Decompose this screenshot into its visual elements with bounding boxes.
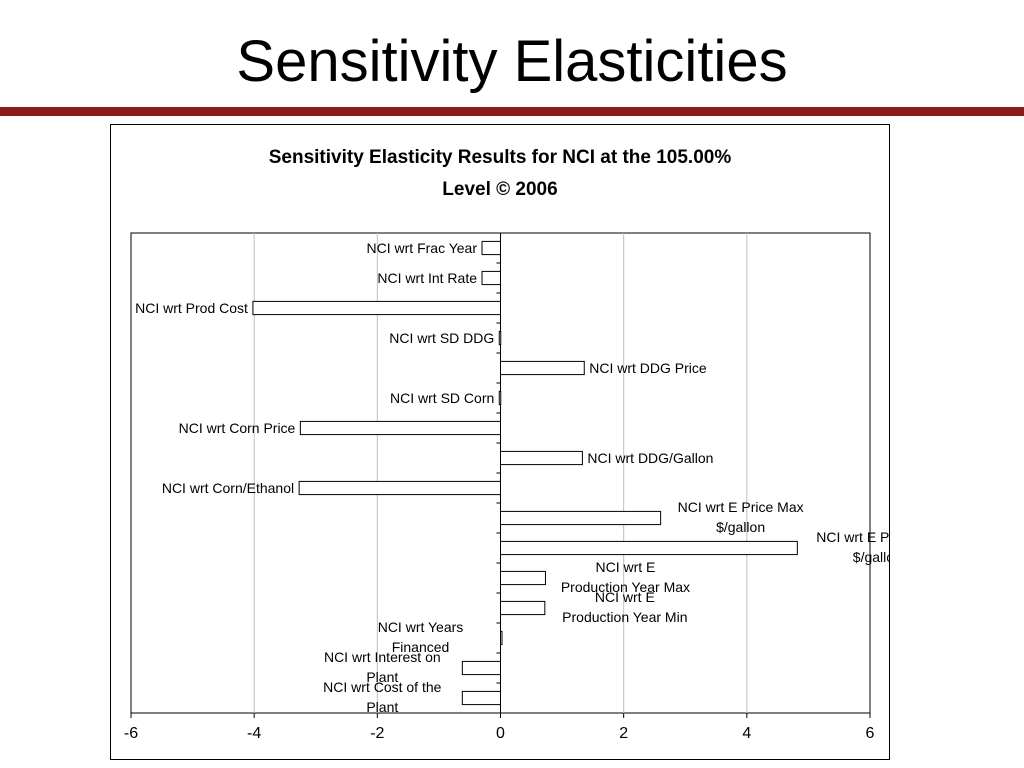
bar-data-label: Production Year Max [561, 579, 690, 595]
bar [481, 240, 501, 256]
bar-data-label: NCI wrt Corn/Ethanol [162, 480, 294, 496]
bar-data-label: NCI wrt E [595, 589, 655, 605]
bar-data-label: NCI wrt Corn Price [179, 420, 296, 436]
chart-frame: Sensitivity Elasticity Results for NCI a… [110, 124, 890, 760]
bar-data-label: NCI wrt Frac Year [367, 240, 478, 256]
bar-data-label: NCI wrt Int Rate [377, 270, 477, 286]
chart-title-line-2: Level © 2006 [442, 179, 558, 200]
slide-title: Sensitivity Elasticities [236, 29, 788, 94]
x-tick-label: 6 [866, 725, 875, 742]
bar [500, 450, 583, 466]
bar [500, 600, 546, 616]
bar-data-label: $/gallon [716, 519, 765, 535]
bar-data-label: NCI wrt SD Corn [390, 390, 494, 406]
bar-data-label: NCI wrt DDG/Gallon [587, 450, 713, 466]
bar [500, 360, 585, 376]
bar-data-label: NCI wrt Interest on [324, 649, 441, 665]
bar-data-label: Plant [366, 669, 398, 685]
bar-data-label: Plant [366, 699, 398, 715]
bar-data-label: NCI wrt E Price Max [678, 499, 804, 515]
bar [252, 300, 501, 316]
bar [461, 690, 501, 706]
x-tick-label: -2 [370, 725, 384, 742]
x-tick-label: 0 [496, 725, 505, 742]
x-tick-label: 4 [742, 725, 751, 742]
bar [500, 540, 798, 556]
bar-data-label: $/gallon [853, 549, 889, 565]
bar [461, 660, 501, 676]
x-tick-label: -4 [247, 725, 261, 742]
bar [500, 630, 503, 646]
bar [298, 480, 501, 496]
bar-data-label: NCI wrt DDG Price [589, 360, 707, 376]
bar [498, 330, 502, 346]
bar-data-label: Production Year Min [562, 609, 687, 625]
bar [500, 510, 662, 526]
chart-title-line-1: Sensitivity Elasticity Results for NCI a… [268, 147, 732, 168]
title-divider [0, 107, 1024, 116]
bar-data-label: NCI wrt Years [378, 619, 464, 635]
bar-data-label: NCI wrt E [596, 559, 656, 575]
bar-data-label: NCI wrt Prod Cost [135, 300, 248, 316]
bar-data-label: NCI wrt Cost of the [323, 679, 441, 695]
bar-data-label: Financed [392, 639, 450, 655]
bar-data-label: NCI wrt SD DDG [389, 330, 494, 346]
bar-data-label: NCI wrt E Price Min [816, 529, 889, 545]
bar [481, 270, 501, 286]
bar [498, 390, 502, 406]
bar [500, 570, 546, 586]
bar [299, 420, 501, 436]
x-tick-label: -6 [124, 725, 138, 742]
x-tick-label: 2 [619, 725, 628, 742]
